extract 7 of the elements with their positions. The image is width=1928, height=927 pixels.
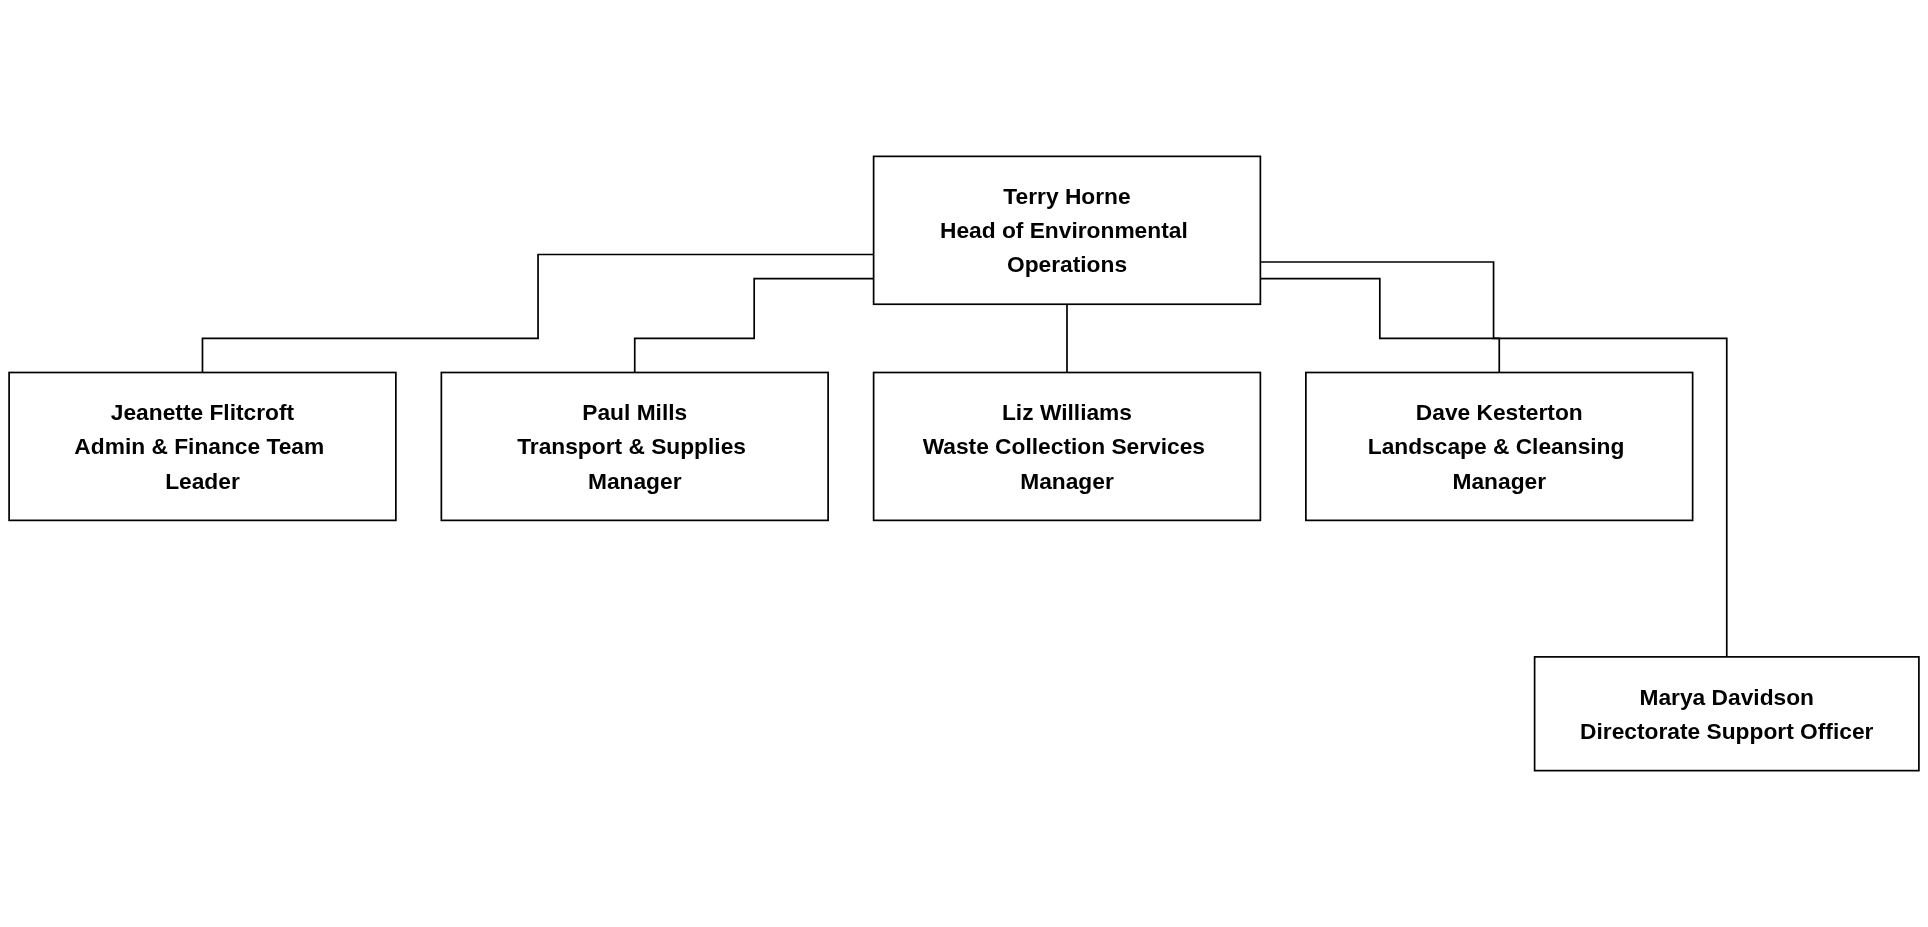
connector [1066, 303, 1068, 374]
node-box: Dave Kesterton Landscape & Cleansing Manager [1305, 371, 1694, 522]
node-box: Jeanette Flitcroft Admin & Finance Team Leader [8, 371, 397, 522]
node-box: Liz Williams Waste Collection Services Manager [872, 371, 1262, 522]
node-box: Paul Mills Transport & Supplies Manager [440, 371, 829, 522]
node-box: Marya Davidson Directorate Support Officer [1533, 656, 1920, 772]
node-box: Terry Horne Head of Environmental Operations [872, 155, 1262, 306]
